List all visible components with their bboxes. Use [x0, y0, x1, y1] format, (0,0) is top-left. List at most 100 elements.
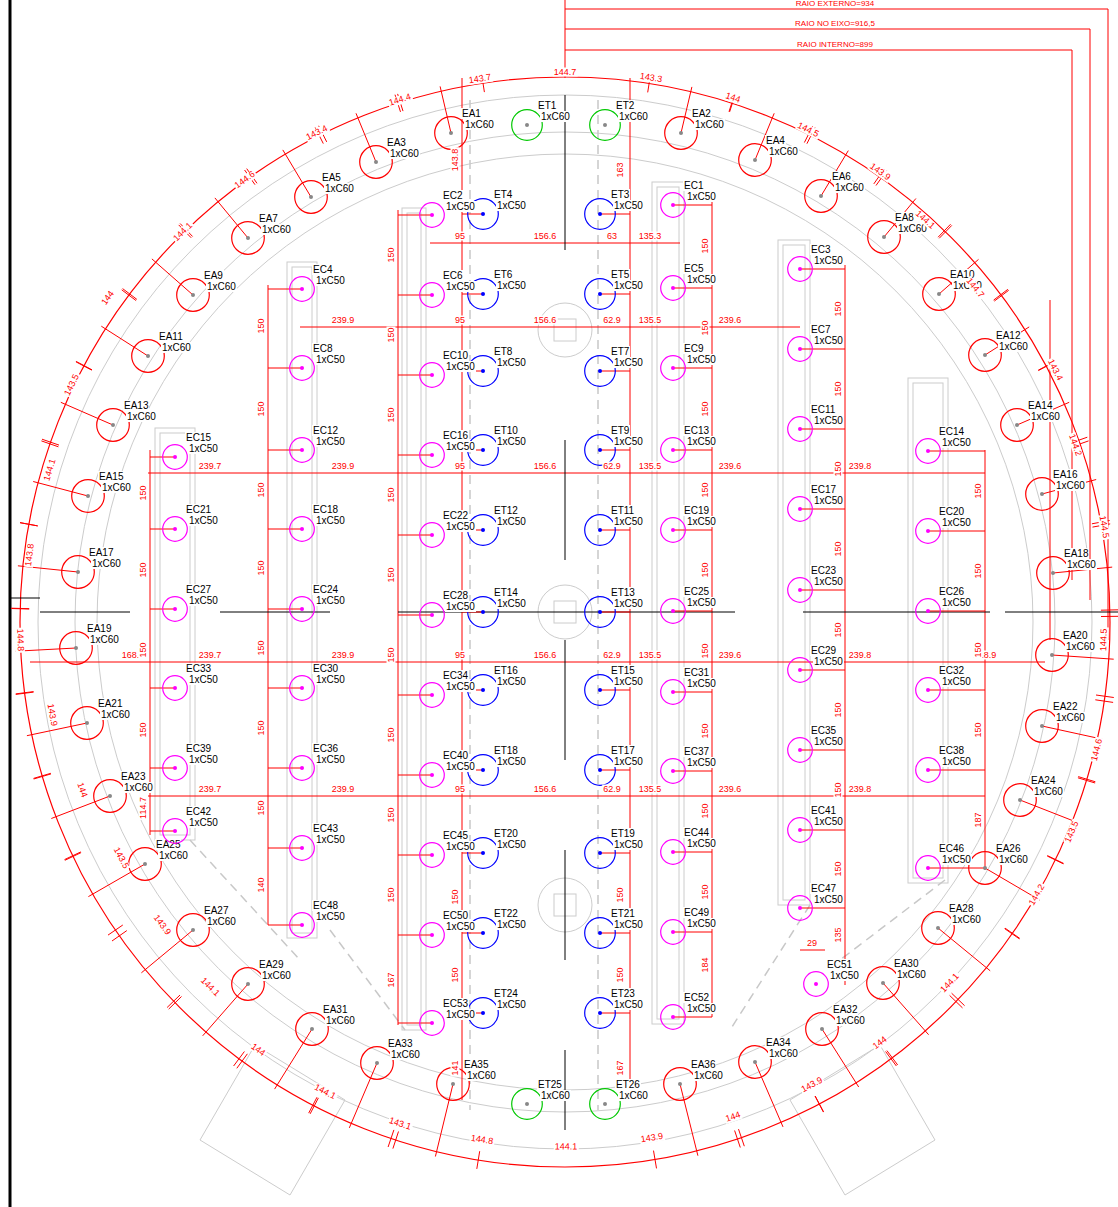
- pile-center: [430, 693, 434, 697]
- pile-id: EA21: [97, 698, 123, 709]
- pile-id: EA34: [765, 1037, 791, 1048]
- pile-circle: EC321xC50: [915, 677, 941, 703]
- arc-tick: [237, 1054, 248, 1069]
- dimension-label: 239.6: [718, 462, 743, 471]
- pile-outline: [419, 1010, 445, 1036]
- pile-outline: [162, 596, 188, 622]
- dimension-label: 95: [454, 232, 466, 241]
- pile-id: EA1: [461, 108, 482, 119]
- arc-tick: [1078, 778, 1095, 783]
- pile-center: [481, 292, 485, 296]
- pile-outline: [419, 282, 445, 308]
- pile-ring: [739, 144, 772, 177]
- pile-id: ET16: [493, 665, 519, 676]
- arc-tick: [234, 1052, 245, 1067]
- pile-center: [246, 982, 250, 986]
- pile-outline: [511, 1088, 543, 1120]
- pile-id: EC30: [312, 663, 339, 674]
- pile-outline: [162, 444, 188, 470]
- pile-ring: [177, 279, 210, 312]
- pile-circle: EC131xC50: [660, 437, 686, 463]
- arc-tick: [1096, 695, 1114, 698]
- dimension-label: 150: [257, 719, 266, 736]
- pile-id: EC52: [683, 992, 710, 1003]
- arc-tick: [42, 439, 59, 445]
- pile-spec: 1xC50: [941, 597, 972, 608]
- pile-ring: [512, 110, 543, 141]
- pile-spec: 1xC60: [998, 854, 1029, 865]
- pile-outline: [584, 514, 616, 546]
- pile-center: [525, 1102, 529, 1106]
- dimension-label: 150: [387, 726, 396, 743]
- pile-outline: [915, 855, 941, 881]
- pile-center: [926, 866, 930, 870]
- pile-id: ET10: [493, 425, 519, 436]
- pile-circle: EC411xC50: [787, 817, 813, 843]
- pile-center: [300, 448, 304, 452]
- pile-outline: [867, 220, 901, 254]
- pile-outline: [419, 682, 445, 708]
- dimension-label: 184: [701, 956, 710, 973]
- pile-ring: [661, 276, 686, 301]
- pile-ring: [805, 180, 838, 213]
- pile-spec: 1xC50: [686, 436, 717, 447]
- pile-id: EA26: [995, 843, 1021, 854]
- pile-id: ET7: [610, 346, 630, 357]
- pile-ring: [420, 683, 445, 708]
- pile-spec: 1xC50: [188, 515, 219, 526]
- dimension-label: 144.5: [1099, 628, 1109, 653]
- dimension-label: 150: [387, 806, 396, 823]
- dimension-label: 150: [834, 300, 843, 317]
- dimension-tick: [800, 509, 845, 510]
- dimension-label: 156.6: [533, 462, 558, 471]
- pile-spec: 1xC60: [951, 914, 982, 925]
- pile-center: [309, 195, 313, 199]
- pile-spec: 1xC60: [1033, 786, 1064, 797]
- pile-ring: [585, 597, 616, 628]
- pile-id: EA31: [322, 1004, 348, 1015]
- pile-circle: EC511xC50: [803, 971, 829, 997]
- pile-center: [671, 609, 675, 613]
- pile-spec: 1xC50: [813, 335, 844, 346]
- pile-ring: [661, 438, 686, 463]
- pile-outline: [61, 555, 95, 589]
- pile-spec: 1xC50: [613, 676, 644, 687]
- pile-center: [598, 768, 602, 772]
- dimension-label: 150: [257, 639, 266, 656]
- pile-ring: [585, 838, 616, 869]
- pile-center: [671, 1015, 675, 1019]
- pile-ring: [290, 597, 315, 622]
- pile-spec: 1xC50: [315, 754, 346, 765]
- pile-center: [603, 123, 607, 127]
- pile-circle: EA211xC60: [70, 706, 104, 740]
- dimension-label: 150: [257, 799, 266, 816]
- dimension-label: 143.7: [467, 73, 493, 86]
- dimension-tick: [398, 375, 432, 376]
- pile-ring: [420, 843, 445, 868]
- pile-circle: EA11xC60: [434, 116, 468, 150]
- dimension-tick: [800, 429, 845, 430]
- pile-outline: [96, 408, 130, 442]
- pile-spec: 1xC60: [261, 970, 292, 981]
- pile-spec: 1xC60: [206, 281, 237, 292]
- leader-line: [61, 402, 113, 425]
- pile-spec: 1xC50: [686, 678, 717, 689]
- pile-id: EC39: [185, 743, 212, 754]
- pile-circle: ET111xC50: [584, 514, 616, 546]
- pile-ring: [788, 658, 813, 683]
- dimension-label: 144.5: [795, 121, 821, 140]
- pile-circle: EC211xC50: [162, 516, 188, 542]
- pile-center: [598, 448, 602, 452]
- pile-outline: [584, 596, 616, 628]
- pile-circle: EC71xC50: [787, 336, 813, 362]
- dimension-label: 144.1: [938, 971, 961, 995]
- pile-circle: EC491xC50: [660, 919, 686, 945]
- pile-id: EA22: [1052, 701, 1078, 712]
- pile-center: [753, 158, 757, 162]
- pile-ring: [295, 181, 328, 214]
- pile-id: ET24: [493, 988, 519, 999]
- dimension-label: 150: [974, 721, 983, 738]
- dimension-label: 150: [387, 646, 396, 663]
- pile-circle: EC301xC50: [289, 675, 315, 701]
- pile-ring: [420, 603, 445, 628]
